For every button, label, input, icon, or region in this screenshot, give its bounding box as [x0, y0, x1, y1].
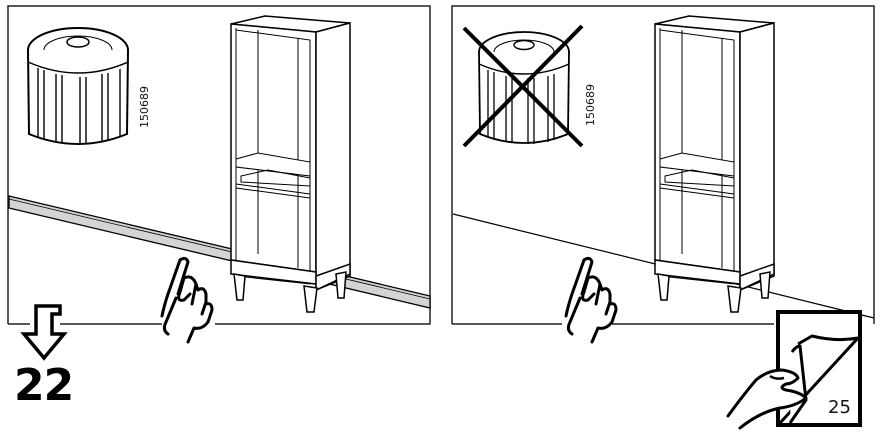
- part-code-label: 150689: [584, 84, 597, 126]
- pointing-hand-icon: [160, 256, 214, 344]
- adjustable-foot-icon: [27, 27, 129, 145]
- page-turn-icon: [726, 310, 862, 430]
- pointing-hand-icon: [564, 256, 618, 344]
- adjustable-foot-icon: [478, 31, 570, 144]
- page-number: 25: [828, 397, 851, 418]
- arrow-down-icon: [20, 304, 68, 361]
- cross-out-icon: [462, 24, 584, 148]
- panel-incorrect: 150689: [444, 0, 883, 344]
- panel-correct: 150689: [0, 0, 440, 344]
- bookcase-illustration: [654, 15, 775, 313]
- next-step-number: 22: [14, 360, 74, 411]
- part-code-label: 150689: [138, 86, 151, 128]
- bookcase-illustration: [230, 15, 351, 313]
